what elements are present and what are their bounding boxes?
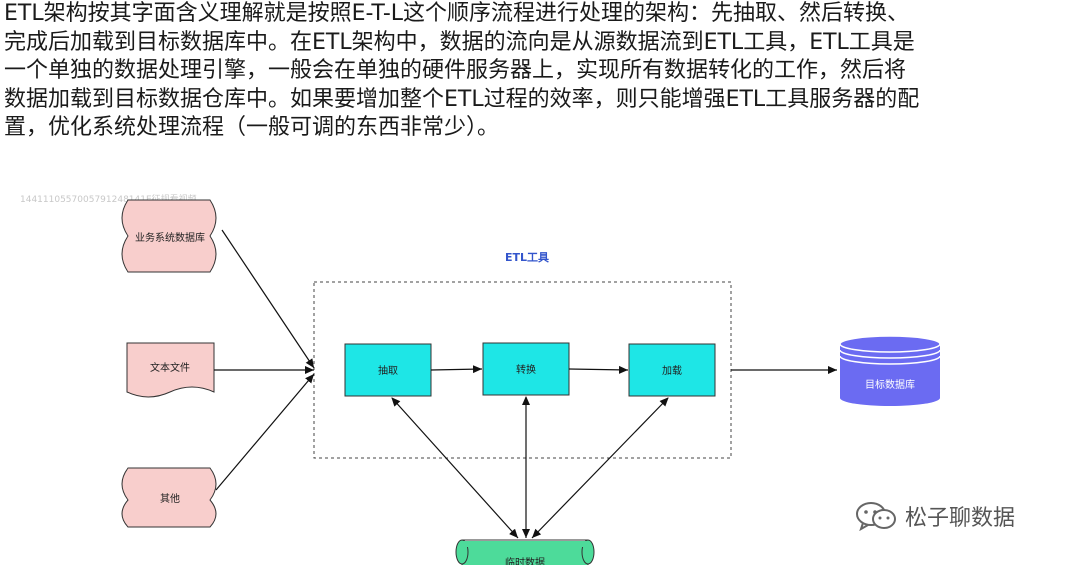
source-text-file-label: 文本文件 <box>150 361 190 374</box>
paragraph-line: ETL架构按其字面含义理解就是按照E-T-L这个顺序流程进行处理的架构：先抽取、… <box>4 1 910 26</box>
paragraph-line: 完成后加载到目标数据库中。在ETL架构中，数据的流向是从源数据流到ETL工具，E… <box>4 29 915 55</box>
step-extract: 抽取 <box>344 343 432 397</box>
wechat-icon <box>856 502 896 531</box>
target-database: 目标数据库 <box>839 335 941 406</box>
temp-data-label: 临时数据 <box>505 556 545 565</box>
arrow-other-to-etl <box>215 373 315 491</box>
image-watermark: 1441110557005791248141E征规看视频 <box>20 195 197 205</box>
source-other: 其他 <box>121 467 217 528</box>
step-extract-label: 抽取 <box>378 364 398 377</box>
etl-group-title: ETL工具 <box>505 251 549 264</box>
arrow-transform-to-load <box>568 365 629 374</box>
step-load-label: 加载 <box>662 365 682 377</box>
arrow-extract-temp <box>391 397 519 539</box>
paragraph-line: 数据加载到目标数据仓库中。如果要增加整个ETL过程的效率，则只能增强ETL工具服… <box>4 86 920 112</box>
temp-data-store: 临时数据 <box>455 539 595 565</box>
source-other-label: 其他 <box>160 492 180 505</box>
arrow-business-db-to-etl <box>221 229 315 369</box>
source-text-file: 文本文件 <box>126 342 215 398</box>
source-business-db: 业务系统数据库 <box>121 199 217 273</box>
step-transform: 转换 <box>482 342 570 396</box>
paragraph-line: 置，优化系统处理流程（一般可调的东西非常少）。 <box>4 115 500 141</box>
brand-watermark: 松子聊数据 <box>855 500 1015 532</box>
paragraph-line: 一个单独的数据处理引擎，一般会在单独的硬件服务器上，实现所有数据转化的工作，然后… <box>4 58 907 84</box>
step-load: 加载 <box>628 343 716 397</box>
target-database-label: 目标数据库 <box>865 378 915 391</box>
arrow-extract-to-transform <box>430 365 483 374</box>
intro-paragraph: ETL架构按其字面含义理解就是按照E-T-L这个顺序流程进行处理的架构：先抽取、… <box>4 0 1078 143</box>
source-business-db-label: 业务系统数据库 <box>135 231 205 244</box>
arrow-load-temp <box>531 397 669 539</box>
brand-name: 松子聊数据 <box>905 506 1016 531</box>
step-transform-label: 转换 <box>516 363 536 376</box>
